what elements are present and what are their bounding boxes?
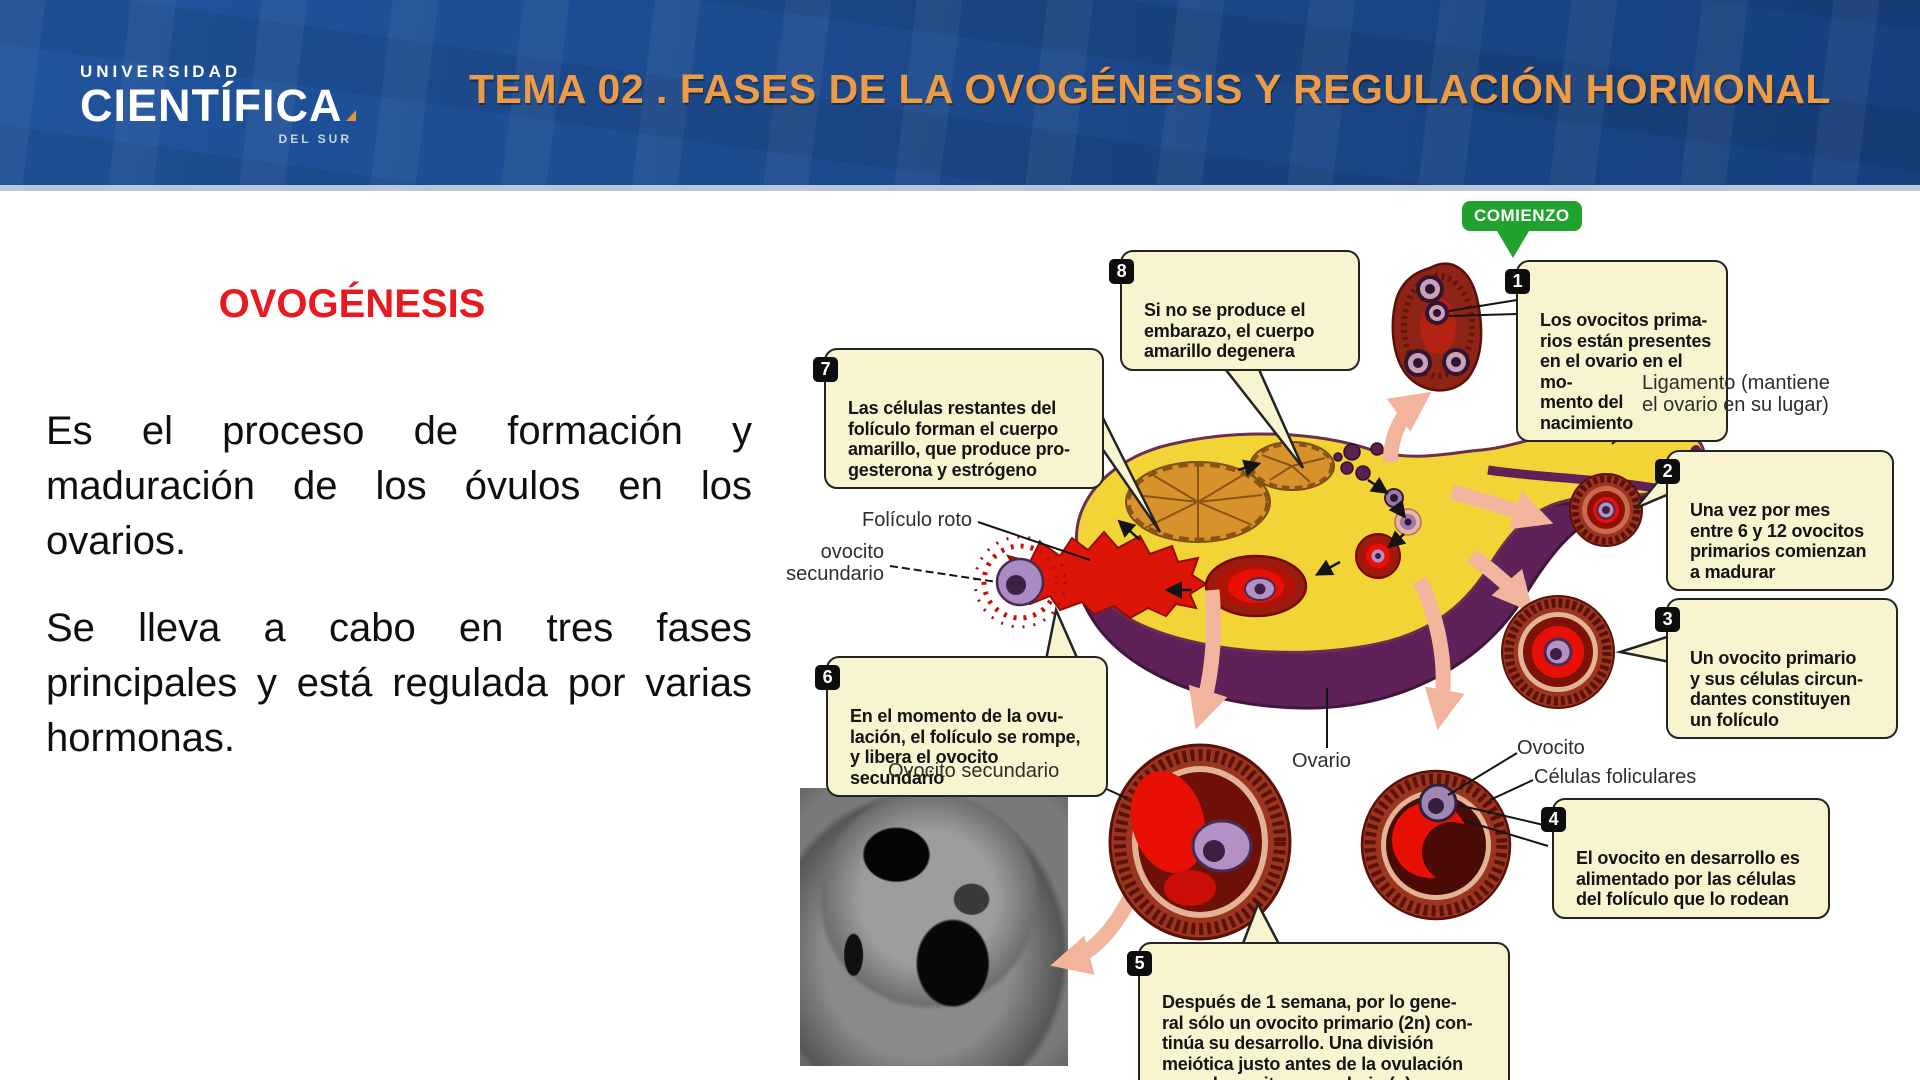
start-badge: COMIENZO [1462, 201, 1582, 231]
logo-line-universidad: UNIVERSIDAD [80, 62, 242, 81]
section-heading: OVOGÉNESIS [218, 282, 486, 326]
callout-6-number: 6 [815, 665, 840, 690]
ruptured-follicle [973, 530, 1208, 629]
logo-line-delsur: DEL SUR [278, 132, 352, 146]
callout-5: 5 Después de 1 semana, por lo gene- ral … [1127, 942, 1510, 1080]
callout-7: 7 Las células restantes del folículo for… [813, 348, 1104, 489]
callout-8-number: 8 [1109, 259, 1134, 284]
callout-3-text: Un ovocito primario y sus células circun… [1690, 648, 1863, 730]
logo-line-cientifica: CIENTÍFICA [80, 80, 343, 131]
follicle-chain [1117, 442, 1422, 618]
sem-micrograph-image [800, 788, 1068, 1066]
slide-title: TEMA 02 . FASES DE LA OVOGÉNESIS Y REGUL… [469, 66, 1831, 112]
callout-4-text: El ovocito en desarrollo es alimentado p… [1576, 848, 1800, 909]
follicle-stage-5 [1108, 743, 1292, 941]
callout-6: 6 En el momento de la ovu- lación, el fo… [815, 656, 1108, 797]
callout-8-text: Si no se produce el embarazo, el cuerpo … [1144, 300, 1315, 361]
callout-7-text: Las células restantes del folículo forma… [848, 398, 1070, 480]
callout-3: 3 Un ovocito primario y sus células circ… [1655, 598, 1898, 739]
callout-1-number: 1 [1505, 269, 1530, 294]
follicle-stage-4 [1360, 769, 1512, 921]
label-foliculo-roto: Folículo roto [862, 509, 973, 531]
callout-4-number: 4 [1541, 807, 1566, 832]
label-ovocito: Ovocito [1517, 737, 1585, 759]
ovary-illustration [1073, 416, 1707, 710]
callout-3-number: 3 [1655, 607, 1680, 632]
callout-2-text: Una vez por mes entre 6 y 12 ovocitos pr… [1690, 500, 1867, 582]
callout-1: 1 Los ovocitos prima- rios están present… [1505, 260, 1728, 442]
label-celulas-foliculares: Células foliculares [1534, 766, 1697, 788]
follicle-stage-2 [1569, 473, 1643, 547]
body-text: Es el proceso de formación y maduración … [46, 404, 752, 766]
corpus-luteum [1125, 441, 1335, 543]
university-logo: UNIVERSIDAD CIENTÍFICA DEL SUR [80, 62, 360, 146]
paragraph-1: Es el proceso de formación y maduración … [46, 409, 752, 563]
start-arrow-icon [1497, 231, 1529, 258]
follicle-stage-3 [1501, 595, 1615, 709]
callout-5-text: Después de 1 semana, por lo gene- ral só… [1162, 992, 1473, 1080]
label-ligamento: Ligamento (mantiene el ovario en su luga… [1642, 372, 1830, 416]
cycle-arrows [1050, 391, 1554, 975]
label-ovocito-secundario: Ovocito secundario [888, 760, 1060, 782]
label-ovario: Ovario [1292, 750, 1351, 772]
callout-5-number: 5 [1127, 951, 1152, 976]
callout-2-number: 2 [1655, 459, 1680, 484]
callout-6-text: En el momento de la ovu- lación, el folí… [850, 706, 1081, 788]
callout-8: 8 Si no se produce el embarazo, el cuerp… [1109, 250, 1360, 371]
slide-header: UNIVERSIDAD CIENTÍFICA DEL SUR TEMA 02 .… [0, 0, 1920, 191]
callout-7-number: 7 [813, 357, 838, 382]
label-ovocito-secundario-expelled: ovocito secundario [786, 541, 884, 585]
callout-2: 2 Una vez por mes entre 6 y 12 ovocitos … [1655, 450, 1894, 591]
paragraph-2: Se lleva a cabo en tres fases principale… [46, 606, 752, 760]
callout-1-text: Los ovocitos prima- rios están presentes… [1540, 310, 1712, 433]
logo-accent-icon [345, 110, 356, 121]
callout-4: 4 El ovocito en desarrollo es alimentado… [1541, 798, 1830, 919]
newborn-ovary-tissue [1391, 262, 1483, 392]
